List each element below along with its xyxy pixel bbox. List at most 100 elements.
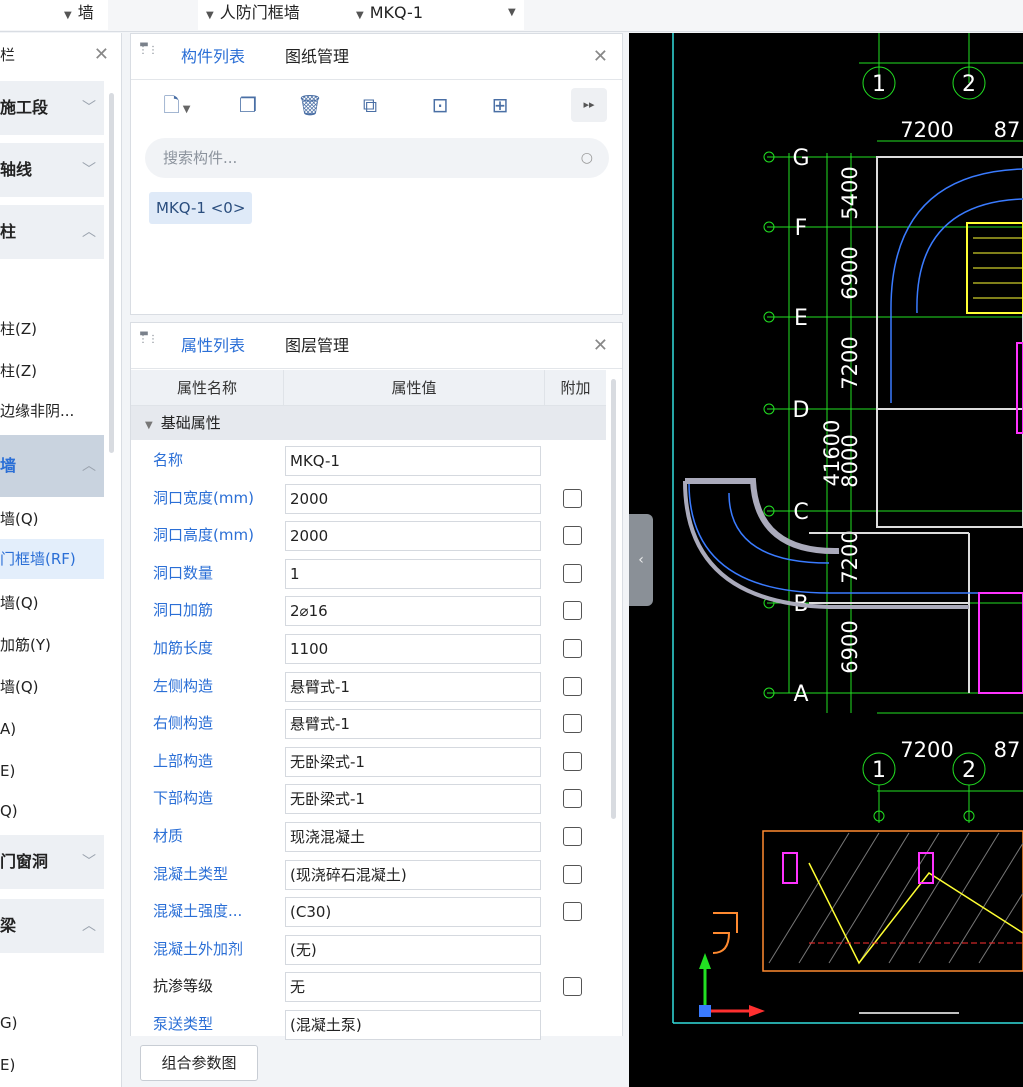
extra-checkbox[interactable] [563,526,582,546]
close-icon[interactable]: ✕ [592,46,608,67]
extra-checkbox[interactable] [563,639,582,658]
nav-item-civil-door-wall[interactable]: 门框墙(RF) [0,539,104,579]
property-value-input[interactable]: 1100 [285,634,541,664]
close-icon[interactable]: ✕ [93,44,109,65]
extra-checkbox[interactable] [563,714,582,734]
chevron-up-icon: ︿ [82,224,96,240]
nav-item-column-2[interactable]: 柱(Z) [0,362,37,380]
combo-parameter-button[interactable]: 组合参数图 [140,1045,258,1081]
nav-group-beam[interactable]: 梁︿ [0,899,104,953]
extra-checkbox[interactable] [563,751,582,771]
collapse-handle[interactable]: ‹ [629,514,653,606]
cad-canvas[interactable]: 1 2 7200 87 G F E D C B A [629,33,1023,1087]
duplicate-icon[interactable]: ⧉ [362,93,378,117]
extra-checkbox[interactable] [563,864,582,884]
extra-checkbox[interactable] [563,789,582,809]
component-list-item[interactable]: MKQ-1 <0> [149,192,253,224]
nav-item-wall-4[interactable]: 加筋(Y) [0,636,51,654]
extra-checkbox[interactable] [563,488,582,508]
nav-group-door-window[interactable]: 门窗洞﹀ [0,835,104,889]
property-value-input[interactable]: 2000 [285,521,541,552]
tab-layer-management[interactable]: 图层管理 [285,336,350,355]
property-value-input[interactable]: (现浇碎石混凝土) [285,859,541,890]
property-row[interactable]: 左侧构造悬臂式-1 [131,668,606,705]
extra-checkbox[interactable] [563,601,582,621]
type-dropdown[interactable]: ▼人防门框墙 [198,0,362,30]
property-value-input[interactable]: 悬臂式-1 [285,671,541,702]
section-outline [762,830,1023,972]
property-row[interactable]: 抗渗等级无 [131,968,606,1005]
property-row[interactable]: 混凝土类型(现浇碎石混凝土) [131,856,606,893]
property-row[interactable]: 洞口宽度(mm)2000 [131,480,606,517]
tab-drawing-management[interactable]: 图纸管理 [285,47,350,66]
property-value-input[interactable]: 现浇混凝土 [285,822,541,852]
nav-item-wall-8[interactable]: Q) [0,802,18,820]
nav-item-beam-2[interactable]: E) [0,1056,16,1074]
property-value-input[interactable]: 悬臂式-1 [285,709,541,740]
property-row[interactable]: 混凝土强度...(C30) [131,893,606,930]
nav-item-wall-3[interactable]: 墙(Q) [0,594,39,612]
tab-property-list[interactable]: 属性列表 [181,336,246,355]
nav-item-wall-1[interactable]: 墙(Q) [0,510,39,528]
nav-item-wall-6[interactable]: A) [0,720,17,738]
nav-item-column-3[interactable]: 边缘非阴... [0,402,75,420]
nav-group-construction[interactable]: 施工段﹀ [0,81,104,135]
nav-item-wall-7[interactable]: E) [0,762,16,780]
drag-handle-icon[interactable]: ▬⋮⋮ [138,39,158,56]
floor-dropdown[interactable]: ▼墙 [0,0,108,30]
search-icon[interactable]: ○ [580,150,593,166]
property-row[interactable]: 上部构造 无卧梁式-1 [131,743,606,780]
property-row[interactable]: 泵送类型(混凝土泵) [131,1006,606,1043]
property-row[interactable]: 下部构造无卧梁式-1 [131,780,606,817]
property-value-input[interactable]: (C30) [285,897,541,928]
tab-component-list[interactable]: 构件列表 [181,47,246,66]
chevron-down-icon: ▼ [356,10,364,21]
more-tools-button[interactable]: ▸▸ [571,88,607,122]
nav-group-column[interactable]: 柱︿ [0,205,104,259]
section-basic-properties[interactable]: ▼基础属性 [131,406,606,440]
property-value-input[interactable]: 无卧梁式-1 [285,746,541,777]
small-axis-bubble [763,311,775,323]
nav-item-column-1[interactable]: 柱(Z) [0,320,37,338]
nav-item-wall-5[interactable]: 墙(Q) [0,678,39,696]
property-scrollbar[interactable] [611,379,616,819]
copy-icon[interactable]: ❐ [239,93,257,117]
property-value-input[interactable]: (无) [285,934,541,965]
property-value-input[interactable]: 无 [285,972,541,1003]
property-value-input[interactable]: 2000 [285,483,541,514]
delete-icon[interactable]: 🗑 [297,93,323,117]
extra-checkbox[interactable] [563,676,582,696]
property-name: 上部构造 [153,751,214,770]
property-row[interactable]: 右侧构造悬臂式-1 [131,705,606,742]
section-line [808,862,1023,965]
nav-item-beam-1[interactable]: G) [0,1014,18,1032]
import-icon[interactable]: ⊡ [431,93,449,117]
extra-checkbox[interactable] [563,977,582,997]
component-search-input[interactable]: 搜索构件... ○ [145,138,609,178]
property-row[interactable]: 材质现浇混凝土 [131,818,606,855]
small-axis-bubble [763,403,775,415]
component-dropdown[interactable]: ▼MKQ-1 ▼ [348,0,524,30]
extra-checkbox[interactable] [563,563,582,583]
nav-scrollbar[interactable] [109,93,114,453]
property-value-input[interactable]: 1 [285,558,541,589]
nav-group-axis[interactable]: 轴线﹀ [0,143,104,197]
extra-checkbox[interactable] [563,902,582,922]
chevron-down-icon: ﹀ [82,854,96,870]
property-row[interactable]: 混凝土外加剂(无) [131,931,606,968]
property-value-input[interactable]: (混凝土泵) [285,1010,541,1040]
export-icon[interactable]: ⊞ [491,93,509,117]
property-row[interactable]: 洞口高度(mm)2000 [131,517,606,554]
drag-handle-icon[interactable]: ▬⋮⋮ [138,328,158,345]
close-icon[interactable]: ✕ [592,335,608,356]
nav-group-wall[interactable]: 墙︿ [0,435,104,497]
property-value-input[interactable]: MKQ-1 [285,446,541,476]
new-component-icon[interactable]: 🗋 ▼ [163,93,191,117]
property-value-input[interactable]: 2⌀16 [285,596,541,627]
property-value-input[interactable]: 无卧梁式-1 [285,784,541,815]
extra-checkbox[interactable] [563,827,582,846]
